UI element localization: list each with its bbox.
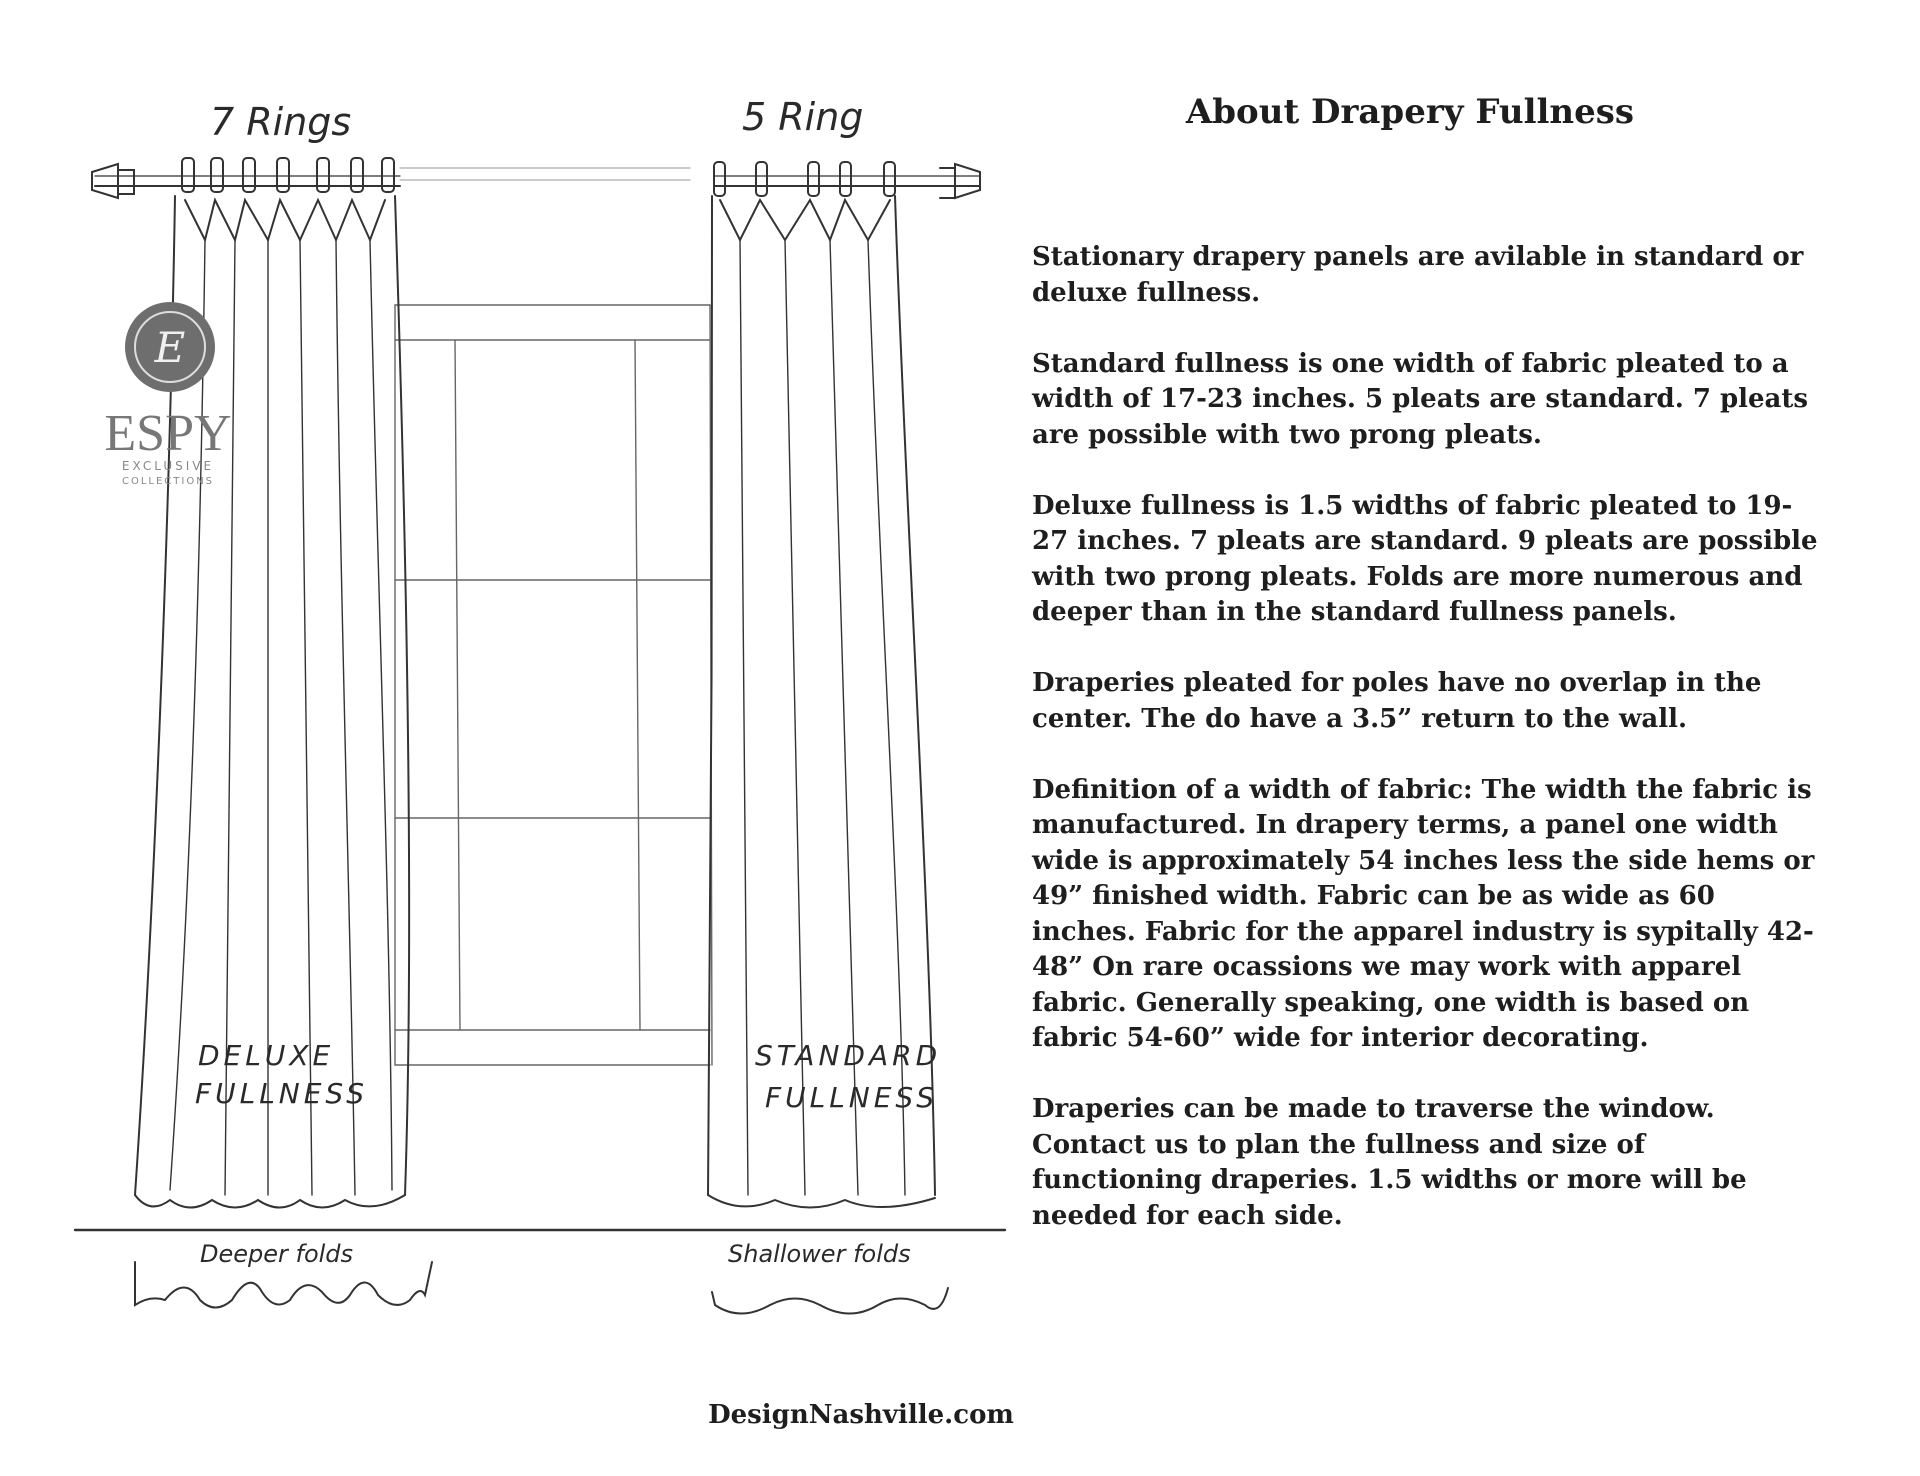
- logo-monogram: E: [154, 323, 186, 372]
- right-panel-label-line1: STANDARD: [755, 1039, 941, 1072]
- right-rings-label: 5 Ring: [742, 95, 863, 139]
- logo-name: ESPY: [104, 405, 231, 462]
- page-title: About Drapery Fullness: [1185, 92, 1635, 132]
- body-text: Stationary drapery panels are avilable i…: [1032, 240, 1822, 1270]
- right-panel-label-line2: FULLNESS: [765, 1081, 938, 1114]
- drapery-sketch: 7 Rings 5 Ring DELUXE FULLNESS STANDARD …: [73, 95, 1007, 1315]
- paragraph: Definition of a width of fabric: The wid…: [1032, 774, 1815, 1054]
- paragraph: Draperies can be made to traverse the wi…: [1032, 1094, 1747, 1231]
- footer-website: DesignNashville.com: [708, 1400, 1014, 1430]
- left-rings-label: 7 Rings: [210, 100, 351, 144]
- logo-tagline1: EXCLUSIVE: [122, 459, 214, 473]
- left-panel-label-line1: DELUXE: [198, 1039, 334, 1072]
- left-folds-label: Deeper folds: [200, 1240, 353, 1268]
- paragraph: Standard fullness is one width of fabric…: [1032, 348, 1809, 450]
- left-panel-label-line2: FULLNESS: [195, 1077, 368, 1110]
- paragraph: Stationary drapery panels are avilable i…: [1032, 242, 1804, 308]
- paragraph: Draperies pleated for poles have no over…: [1032, 668, 1762, 734]
- right-folds-label: Shallower folds: [728, 1240, 911, 1268]
- paragraph: Deluxe fullness is 1.5 widths of fabric …: [1032, 490, 1818, 628]
- logo-tagline2: COLLECTIONS: [122, 476, 214, 487]
- espy-logo: E ESPY EXCLUSIVE COLLECTIONS: [104, 302, 232, 487]
